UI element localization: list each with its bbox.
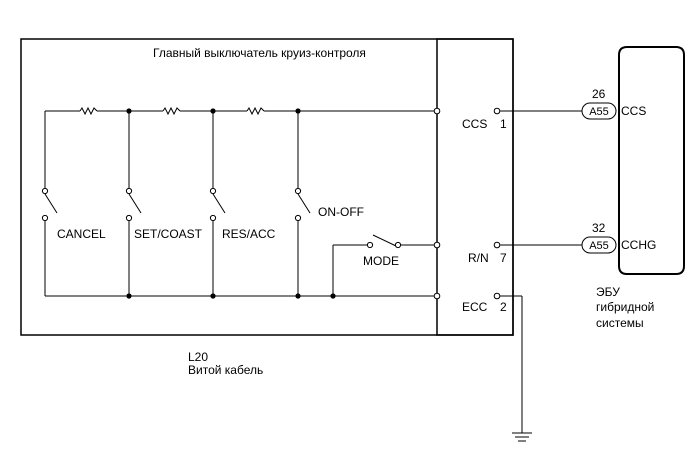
ecu-label-line-3: системы — [596, 316, 644, 330]
resistor-1 — [79, 106, 98, 116]
connector-badge-a55-ccs — [581, 102, 617, 120]
cable-name: Витой кабель — [188, 363, 263, 377]
pin-signal-ecc: ECC — [462, 300, 488, 314]
pin-number-2: 2 — [500, 300, 507, 314]
resistor-3 — [246, 106, 265, 116]
cable-id: L20 — [188, 350, 208, 364]
ground-icon — [512, 432, 532, 442]
junction-dots — [126, 108, 336, 299]
external-wires — [500, 110, 582, 433]
switch-assembly-title: Главный выключатель круиз-контроля — [153, 46, 366, 60]
connector-strip — [436, 38, 514, 336]
switch-assembly-box — [20, 38, 514, 336]
switch-label-cancel: CANCEL — [57, 227, 106, 241]
switch-columns — [44, 111, 311, 296]
ecu-terminal-name-ccs: CCS — [621, 104, 646, 118]
ecu-terminal-name-cchg: CCHG — [621, 238, 656, 252]
pin-signal-ccs: CCS — [462, 117, 487, 131]
connector-badge-a55-cchg-text: A55 — [589, 240, 609, 252]
ecu-label-line-2: гибридной — [596, 300, 654, 314]
pin-number-7: 7 — [500, 251, 507, 265]
ecu-label-line-1: ЭБУ — [596, 285, 620, 299]
pin-number-1: 1 — [500, 117, 507, 131]
connector-left-contacts — [433, 107, 441, 300]
resistor-2 — [162, 106, 181, 116]
switch-label-on-off: ON-OFF — [318, 205, 364, 219]
switch-contacts — [41, 187, 302, 222]
mode-switch — [332, 234, 434, 296]
ecu-terminal-number-26: 26 — [592, 87, 606, 101]
switch-label-res-acc: RES/ACC — [222, 227, 276, 241]
ecu-terminal-number-32: 32 — [592, 221, 606, 235]
connector-badge-a55-cchg — [581, 236, 617, 254]
connector-right-contacts — [493, 107, 501, 300]
ecu-box — [618, 46, 685, 275]
connector-badge-a55-ccs-text: A55 — [589, 106, 609, 118]
switch-label-set-coast: SET/COAST — [134, 227, 203, 241]
pin-signal-rn: R/N — [468, 251, 489, 265]
top-rail — [45, 106, 434, 116]
mode-label: MODE — [363, 254, 399, 268]
